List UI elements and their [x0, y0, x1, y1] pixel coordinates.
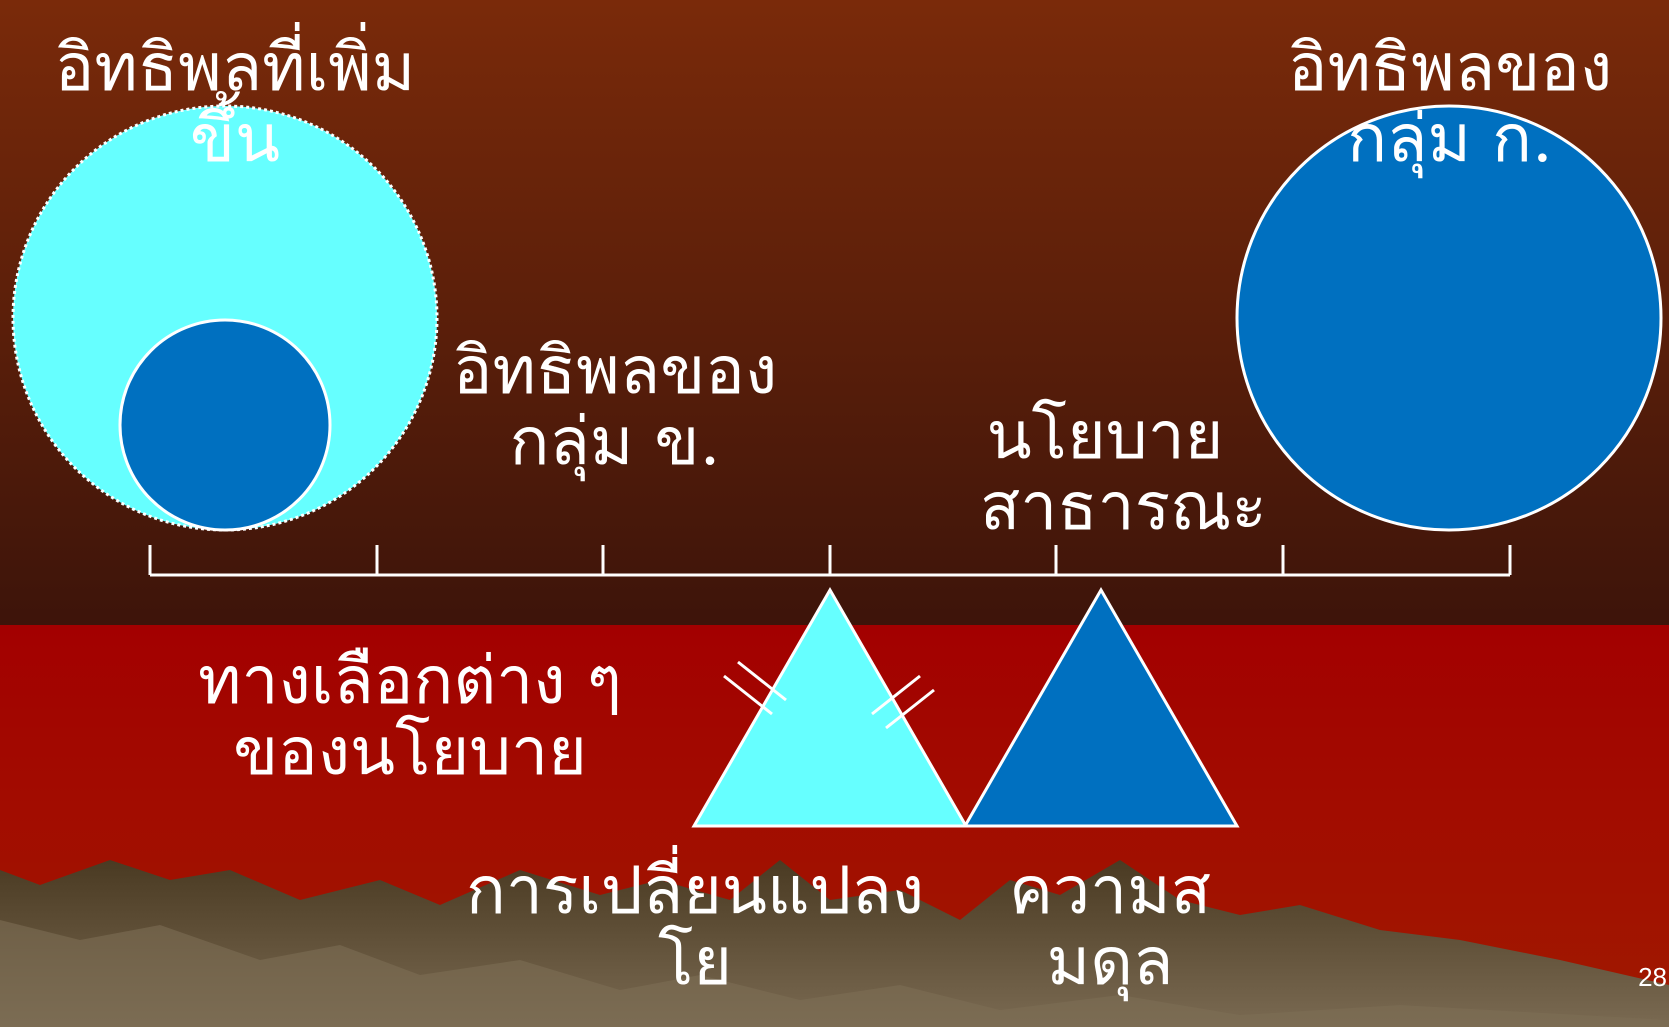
label-increased-influence: อิทธิพลที่เพิ่มขึ้น: [54, 29, 416, 178]
label-group-b-influence: อิทธิพลของกลุ่ม ข.: [452, 332, 778, 481]
label-equilibrium: ความสมดุล: [1008, 852, 1212, 1001]
page-number: 28: [1638, 962, 1667, 992]
change-triangle: [691, 586, 969, 828]
label-public-policy: นโยบายสาธารณะ: [980, 397, 1267, 546]
mountain-shadow: [0, 920, 1669, 1027]
label-policy-alternatives: ทางเลือกต่าง ๆ ของนโยบาย: [198, 642, 622, 791]
equilibrium-triangle: [962, 586, 1240, 828]
balance-beam: [148, 545, 1512, 577]
label-group-a-influence: อิทธิพลของกลุ่ม ก.: [1287, 29, 1613, 178]
equal-side-marks: [723, 660, 935, 730]
label-policy-change: การเปลี่ยนแปลงโย: [465, 852, 925, 1001]
group-b-circle: [118, 318, 332, 532]
group-a-circle: [1235, 104, 1663, 532]
